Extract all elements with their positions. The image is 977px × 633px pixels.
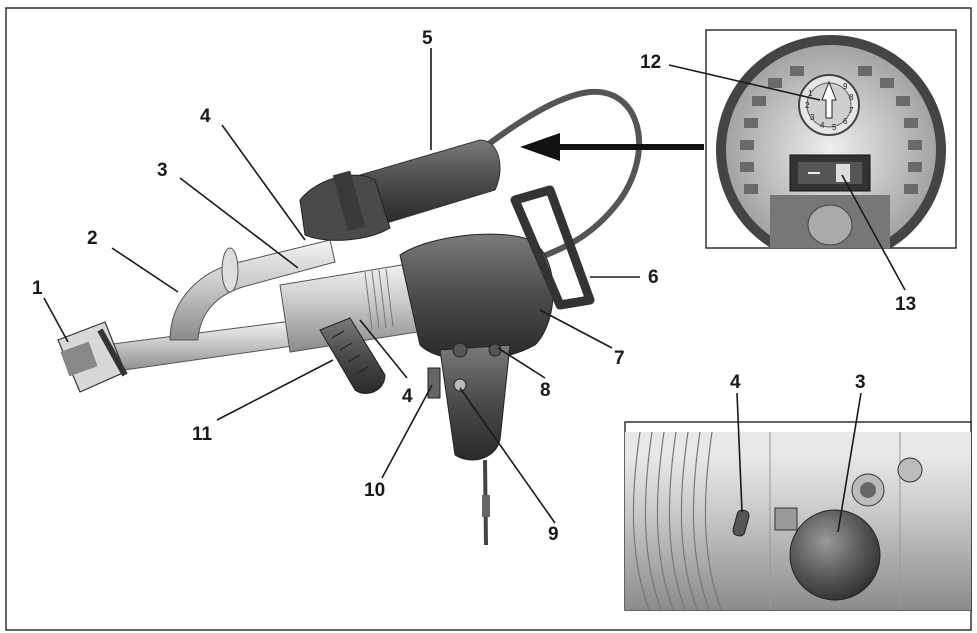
- svg-text:1: 1: [808, 89, 813, 98]
- pistol-grip: [439, 344, 511, 461]
- callout-7: 7: [614, 348, 625, 369]
- handle-ball-3: [789, 509, 881, 601]
- callout-4-main: 4: [402, 386, 413, 407]
- svg-text:2: 2: [805, 101, 810, 110]
- callout-8: 8: [540, 380, 551, 401]
- svg-text:8: 8: [849, 93, 854, 102]
- callout-13: 13: [895, 294, 916, 315]
- slot-4: [732, 509, 750, 537]
- detail-inset: [624, 421, 972, 611]
- callout-4-inset: 4: [730, 372, 741, 393]
- callout-3-inset: 3: [855, 372, 866, 393]
- power-cable: [475, 88, 643, 268]
- callout-1: 1: [32, 278, 43, 299]
- callout-4: 4: [200, 106, 211, 127]
- vent-grille: [740, 66, 922, 194]
- callout-6: 6: [648, 267, 659, 288]
- callout-3: 3: [157, 160, 168, 181]
- pointer-arrow: [520, 133, 704, 161]
- bow-handle: [510, 185, 595, 310]
- svg-text:9: 9: [843, 82, 848, 91]
- svg-text:4: 4: [820, 121, 825, 130]
- hand-extruder-illustration: [57, 88, 643, 546]
- callout-11: 11: [192, 424, 213, 445]
- callout-5: 5: [422, 28, 433, 49]
- trigger-switch: [453, 378, 467, 392]
- svg-text:7: 7: [849, 106, 854, 115]
- callout-2: 2: [87, 228, 98, 249]
- svg-text:6: 6: [843, 117, 848, 126]
- motor-housing: [399, 233, 554, 361]
- svg-text:5: 5: [832, 123, 837, 132]
- callout-12: 12: [640, 52, 661, 73]
- control-inset: 1 2 3 4 5 6 7 8 9: [705, 29, 957, 249]
- callout-9: 9: [548, 524, 559, 545]
- callout-labels: 1 2 3 4 5 6 7 8 9 10 11 12 13 4 4 3: [32, 28, 916, 545]
- leader-lines: [43, 48, 906, 533]
- hot-air-blower: [359, 139, 501, 226]
- side-handle: [319, 317, 386, 394]
- svg-text:3: 3: [810, 113, 815, 122]
- callout-10: 10: [364, 480, 385, 501]
